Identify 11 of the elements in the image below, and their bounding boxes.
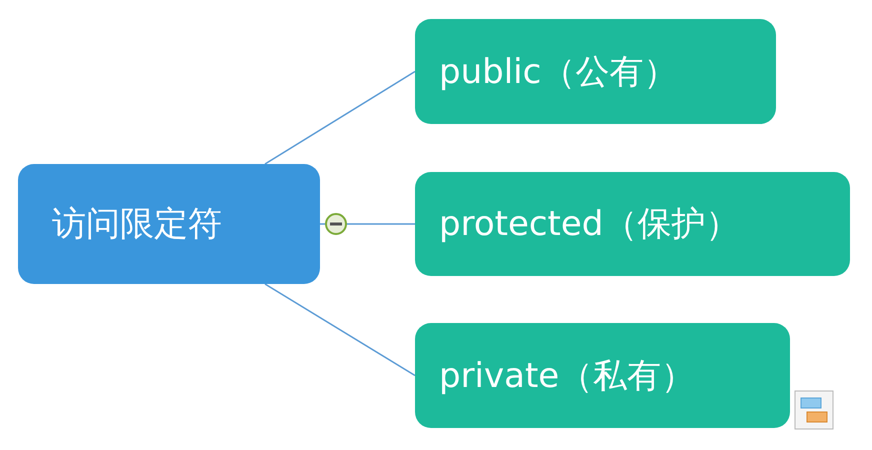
root-topic-box bbox=[18, 164, 320, 284]
subtopic-box bbox=[415, 172, 850, 276]
connector-line bbox=[320, 223, 415, 225]
topic-label: protected（保护） bbox=[439, 203, 740, 246]
connector-line bbox=[264, 70, 416, 165]
topic-label: 访问限定符 bbox=[52, 203, 222, 246]
subtopic-box bbox=[415, 19, 776, 124]
topic-label: public（公有） bbox=[439, 50, 678, 94]
topic-label: private（私有） bbox=[439, 354, 696, 398]
connector-line bbox=[264, 283, 416, 376]
subtopic-box bbox=[415, 323, 790, 428]
